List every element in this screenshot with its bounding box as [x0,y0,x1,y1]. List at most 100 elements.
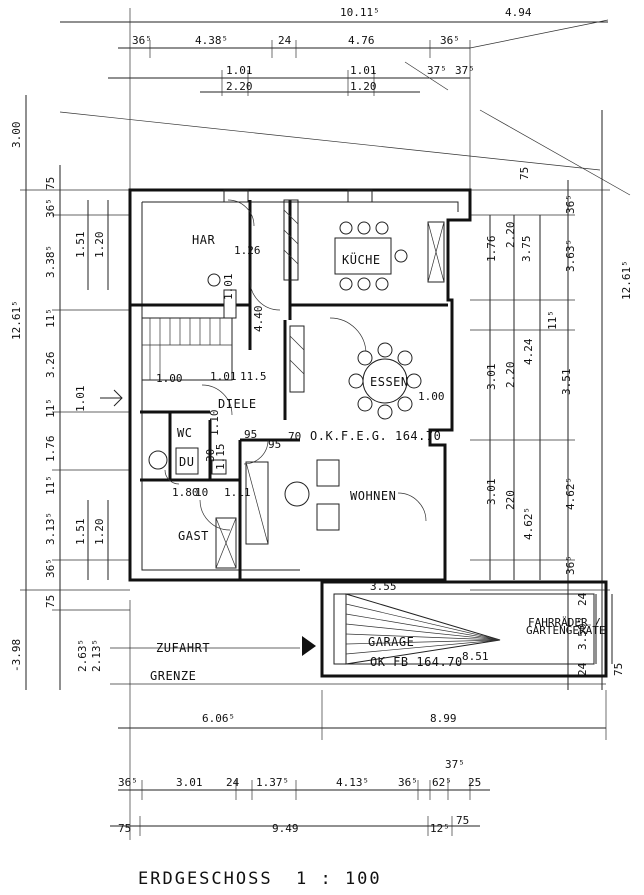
dim-top-b: 4.38⁵ [195,34,228,47]
dim-int-180: 1.80 [172,486,199,499]
dim-int-95: 95 [244,428,257,441]
kitchen-table [334,237,392,275]
dim-bot-24: 24 [226,776,240,789]
dim-gar-350: 3.50⁵ [576,617,589,650]
dim-left-75b: 75 [44,595,57,608]
dim-right-462: 4.62⁵ [522,507,535,540]
dim-int-115b: 1.15 [214,444,227,471]
dim-left-101: 1.01 [74,386,87,413]
left-dimension-lines [20,95,130,690]
dim-bot-949: 9.49 [272,822,299,835]
dim-right-351: 3.51 [560,369,573,396]
dim-win2-b: 1.20 [350,80,377,93]
dim-top-right: 4.94 [505,6,532,19]
dim-win1-a: 1.01 [226,64,253,77]
dim-int-1002: 1.01 [210,370,237,383]
dim-right-301: 3.01 [485,364,498,391]
right-dimension-lines [470,110,610,690]
dim-int-100: 1.00 [418,390,445,403]
dim-right-462b: 4.62⁵ [564,477,577,510]
dim-gar-75: 75 [612,663,625,676]
dim-left-120b: 1.20 [93,519,106,546]
level-garage: OK FB 164.70 [370,655,463,669]
label-zufahrt: ZUFAHRT [156,641,210,655]
dim-right-220b: 2.20 [504,362,517,389]
dim-gar-851: 8.51 [462,650,489,663]
dim-int-101: 1.01 [222,274,235,301]
dim-right-375: 3.75 [520,236,533,263]
dim-bot-125: 12⁵ [430,822,450,835]
dim-bot-37: 37⁵ [445,758,465,771]
dim-bot-899: 8.99 [430,712,457,725]
dim-right-176: 1.76 [485,236,498,263]
dim-right-301b: 3.01 [485,479,498,506]
dim-gar-24a: 24 [576,592,589,606]
dim-bot-413: 4.13⁵ [336,776,369,789]
dim-gar-24b: 24 [576,662,589,676]
dim-win1-b: 2.20 [226,80,253,93]
room-gast: GAST [178,529,209,543]
dim-left-115b: 11⁵ [44,398,57,418]
dim-win-r1: 37⁵ [427,64,447,77]
dim-int-126: 1.26 [234,244,261,257]
dim-left-300: 3.00 [10,122,23,149]
dim-left-263: 2.63⁵ [76,639,89,672]
house-walls [100,188,472,582]
toilet [148,450,168,470]
dim-int-110: 1.10 [208,410,221,437]
plan-title: ERDGESCHOSS [138,869,273,889]
top-dimension-lines [59,8,631,196]
room-gartengeraete: GARTENGERÄTE [526,624,605,637]
room-diele: DIELE [218,397,257,411]
dim-int-95b: 95 [268,438,281,451]
plan-scale: 1 : 100 [296,869,382,889]
dim-right-36: 36⁵ [564,194,577,214]
dim-int-440: 4.40 [252,306,265,333]
level-main: O.K.F.E.G. 164.70 [310,429,441,443]
dim-bot-62: 62⁵ [432,776,452,789]
dim-left-total: 12.61⁵ [10,300,23,340]
dim-top-total: 10.11⁵ [340,6,380,19]
room-essen: ESSEN [370,375,409,389]
room-fahrraeder: FAHRRÄDER / [528,616,601,629]
dim-bot-25: 25 [468,776,481,789]
dim-left-75: 75 [44,177,57,190]
dim-win-r2: 37⁵ [455,64,475,77]
bottom-dimension-lines [110,600,607,840]
shower [175,447,199,475]
dim-left-213: 2.13⁵ [90,639,103,672]
room-wc: WC [177,426,192,440]
dim-bot-36: 36⁵ [118,776,138,789]
dim-left-36: 36⁵ [44,198,57,218]
dim-bot-606: 6.06⁵ [202,712,235,725]
furniture [148,221,422,531]
dim-right-424: 4.24 [522,338,535,365]
dim-right-363: 3.63⁵ [564,239,577,272]
dim-int-111: 1.11 [224,486,251,499]
dim-left-338: 3.38⁵ [44,245,57,278]
dim-left-176: 1.76 [44,436,57,463]
dim-bot-75b: 75 [456,814,469,827]
garage [302,580,613,678]
dim-top-c: 24 [278,34,292,47]
dim-left-151: 1.51 [74,232,87,259]
dim-int-30: 30 [204,449,217,462]
dim-int-1001: 1.00 [156,372,183,385]
dim-right-75: 75 [518,167,531,180]
dim-left-36b: 36⁵ [44,558,57,578]
dim-left-326: 3.26 [44,352,57,379]
dim-left-120: 1.20 [93,232,106,259]
room-har: HAR [192,233,215,247]
dim-win2-a: 1.01 [350,64,377,77]
coffee-table [284,481,310,507]
room-wohnen: WOHNEN [350,489,396,503]
dim-right-total: 12.61⁵ [620,260,633,300]
dim-left-398: -3.98 [10,639,23,672]
dim-bot-301: 3.01 [176,776,203,789]
dim-right-115: 11⁵ [546,310,559,330]
dim-left-313: 3.13⁵ [44,512,57,545]
room-du: DU [179,455,194,469]
dim-right-36b: 36⁵ [564,555,577,575]
room-kueche: KÜCHE [342,251,381,267]
